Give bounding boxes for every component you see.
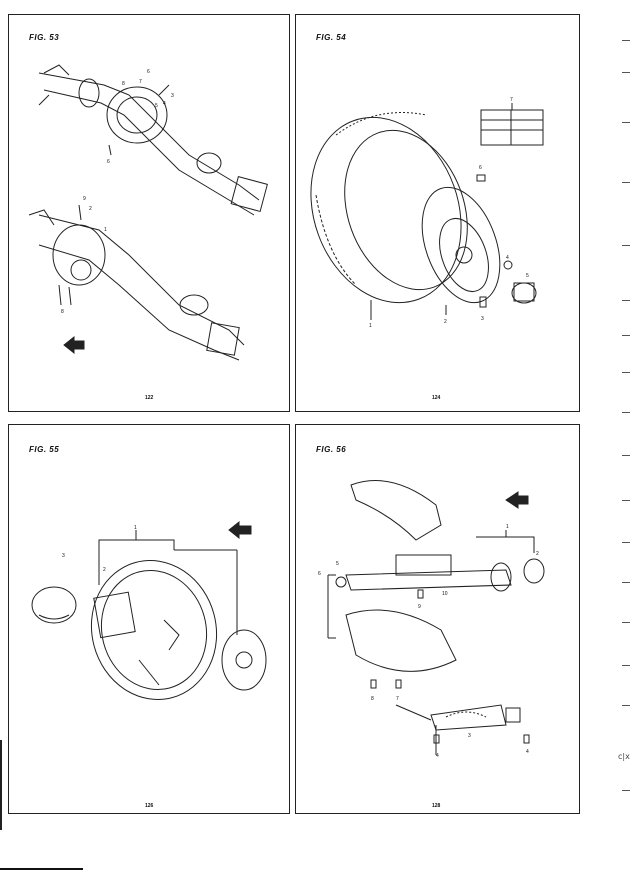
margin-tick: [622, 182, 630, 183]
margin-tick: [622, 705, 630, 706]
callout-label: 9: [418, 604, 421, 610]
callout-label: 8: [122, 81, 125, 87]
steering-wheel-drawing: 1 2 3: [31, 520, 267, 700]
margin-tick: [622, 72, 630, 73]
figure-panel-55: FIG. 55 1 2 3 126: [8, 424, 290, 814]
callout-label: 3: [481, 316, 484, 322]
callout-label: 5: [155, 103, 158, 109]
figure-title: FIG. 56: [316, 445, 347, 454]
callout-label: 4: [436, 753, 439, 759]
callout-label: 1: [369, 323, 372, 329]
margin-tick: [622, 300, 630, 301]
margin-tick: [622, 122, 630, 123]
callout-label: 1: [134, 525, 137, 531]
callout-label: 1: [506, 524, 509, 530]
margin-tick: [622, 500, 630, 501]
page-number: 126: [145, 803, 154, 809]
margin-tick: [622, 335, 630, 336]
margin-tick: [622, 665, 630, 666]
callout-label: 3: [62, 553, 65, 559]
callout-label: 1: [104, 227, 107, 233]
margin-tick: [622, 542, 630, 543]
figure-title: FIG. 53: [29, 33, 60, 42]
bottom-rule: [0, 868, 83, 870]
margin-scrawl: c|x: [618, 752, 630, 761]
page-number: 122: [145, 395, 154, 401]
steering-column-drawing: 6 5 1 2 10 9 8 7 3 4 4: [318, 480, 545, 759]
margin-tick: [622, 455, 630, 456]
callout-label: 7: [396, 696, 399, 702]
callout-label: 4: [163, 101, 166, 107]
callout-label: 5: [336, 561, 339, 567]
margin-tick: [622, 582, 630, 583]
callout-label: 6: [318, 571, 321, 577]
callout-label: 2: [89, 206, 92, 212]
callout-label: 2: [536, 551, 539, 557]
figure-title: FIG. 54: [316, 33, 347, 42]
callout-label: 10: [442, 591, 448, 597]
figure-panel-56: FIG. 56: [295, 424, 580, 814]
rear-axle-drawing: 6 7 8 3 4 5 1 9 2 6 8: [28, 64, 268, 361]
callout-label: 7: [510, 97, 513, 103]
margin-tick: [622, 372, 630, 373]
page-number: 124: [432, 395, 441, 401]
callout-label: 5: [526, 273, 529, 279]
callout-label: 4: [506, 255, 509, 261]
callout-label: 6: [107, 159, 110, 165]
margin-tick: [622, 790, 630, 791]
callout-label: 2: [444, 319, 447, 325]
callout-label: 9: [83, 196, 86, 202]
left-edge-rule: [0, 740, 2, 830]
callout-label: 8: [61, 309, 64, 315]
figure-panel-54: FIG. 54 1 2: [295, 14, 580, 412]
margin-tick: [622, 245, 630, 246]
callout-label: 7: [139, 79, 142, 85]
callout-label: 8: [371, 696, 374, 702]
tire-wheel-drawing: 1 2 3 4 5 6 7: [310, 97, 544, 329]
callout-label: 3: [171, 93, 174, 99]
figure-panel-53: FIG. 53 6 7: [8, 14, 290, 412]
callout-label: 3: [468, 733, 471, 739]
figure-title: FIG. 55: [29, 445, 60, 454]
callout-label: 4: [526, 749, 529, 755]
callout-label: 6: [479, 165, 482, 171]
callout-label: 6: [147, 69, 150, 75]
margin-tick: [622, 40, 630, 41]
margin-tick: [622, 412, 630, 413]
margin-tick: [622, 622, 630, 623]
page-number: 128: [432, 803, 441, 809]
callout-label: 2: [103, 567, 106, 573]
